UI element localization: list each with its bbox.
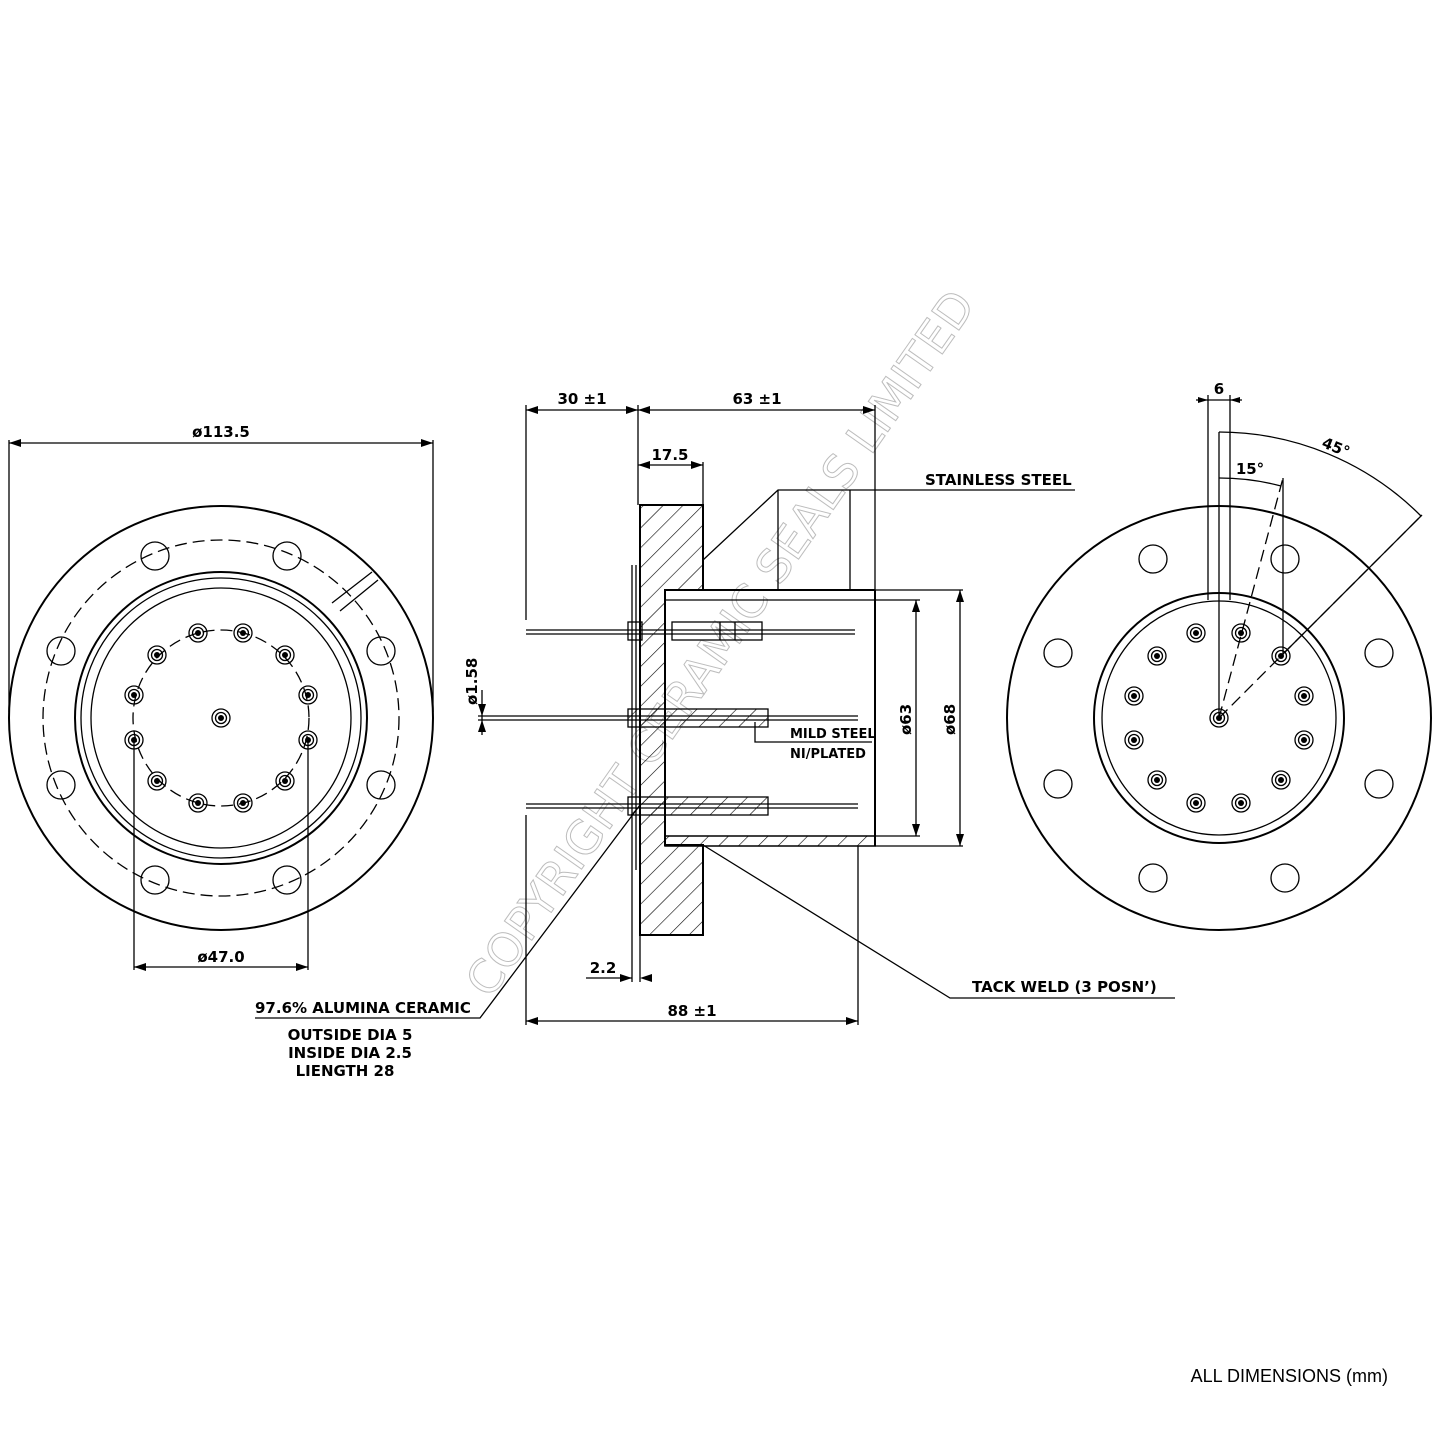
- pin-top: [526, 621, 855, 641]
- feedthrough-pin: [1231, 623, 1251, 643]
- bolt-hole: [272, 865, 302, 895]
- bolt-hole: [366, 770, 396, 800]
- feedthrough-pin: [298, 685, 318, 705]
- bolt-hole: [272, 541, 302, 571]
- dim-30-label: 30 ±1: [557, 390, 606, 408]
- pin-middle: [478, 708, 858, 728]
- pin-bottom: [526, 796, 858, 816]
- ni-plated-label: NI/PLATED: [790, 747, 866, 762]
- feedthrough-pin: [1271, 770, 1291, 790]
- pin-pitch-circle: [132, 629, 310, 807]
- watermark: COPYRIGHT CERAMIC SEALS LIMITED: [455, 280, 986, 1006]
- feedthrough-pin: [147, 645, 167, 665]
- dim-2-2-label: 2.2: [590, 959, 617, 977]
- bolt-hole: [1270, 863, 1300, 893]
- angle-15-label: 15°: [1236, 460, 1264, 478]
- alumina-label: 97.6% ALUMINA CERAMIC: [255, 999, 471, 1017]
- feedthrough-pin: [1124, 730, 1144, 750]
- dim-6-label: 6: [1214, 380, 1224, 398]
- feedthrough-pin: [1294, 730, 1314, 750]
- bolt-hole: [140, 541, 170, 571]
- outer-flange-circle: [8, 505, 434, 931]
- feedthrough-pin: [275, 645, 295, 665]
- all-dimensions-note: ALL DIMENSIONS (mm): [1191, 1366, 1388, 1386]
- feedthrough-pin: [1231, 793, 1251, 813]
- feedthrough-pin: [188, 623, 208, 643]
- tube-wall: [664, 835, 876, 847]
- dim-47: ø47.0: [133, 740, 309, 971]
- right-rear-view: 6 15° 45°: [1006, 380, 1432, 931]
- center-section-view: 30 ±1 63 ±1 17.5 STAINLESS STEEL ø1.58 M…: [255, 390, 1175, 1080]
- tack-weld-label: TACK WELD (3 POSN’): [972, 978, 1157, 996]
- feedthrough-pin: [233, 623, 253, 643]
- feedthrough-pins: [124, 623, 318, 813]
- inside-dia-label: INSIDE DIA 2.5: [288, 1044, 412, 1062]
- plate-circle: [90, 587, 352, 849]
- feedthrough-pin: [1124, 686, 1144, 706]
- dia-68-label: ø68: [941, 704, 959, 735]
- dia-47-label: ø47.0: [197, 948, 244, 966]
- feedthrough-pin: [1186, 623, 1206, 643]
- bolt-hole: [1043, 769, 1073, 799]
- bolt-hole: [46, 636, 76, 666]
- bolt-hole: [1138, 544, 1168, 574]
- feedthrough-pin: [1147, 770, 1167, 790]
- feedthrough-pin: [147, 771, 167, 791]
- dim-88-label: 88 ±1: [667, 1002, 716, 1020]
- dia-113-5-label: ø113.5: [192, 423, 250, 441]
- bolt-holes: [46, 541, 396, 895]
- bolt-hole: [366, 636, 396, 666]
- feedthrough-pin: [233, 793, 253, 813]
- dia-63-label: ø63: [897, 704, 915, 735]
- bolt-holes: [1043, 544, 1394, 893]
- body-inner-circle: [80, 577, 362, 859]
- outside-dia-label: OUTSIDE DIA 5: [288, 1026, 413, 1044]
- bolt-hole: [1270, 544, 1300, 574]
- bolt-hole: [1043, 638, 1073, 668]
- mild-steel-label: MILD STEEL: [790, 727, 876, 742]
- length-label: LIENGTH 28: [296, 1062, 395, 1080]
- feedthrough-pin: [1294, 686, 1314, 706]
- dim-63-label: 63 ±1: [732, 390, 781, 408]
- angle-15-ray: [1218, 477, 1284, 719]
- feedthrough-pin: [1186, 793, 1206, 813]
- bolt-hole: [140, 865, 170, 895]
- bolt-pitch-circle: [42, 539, 400, 897]
- dim-17-5-label: 17.5: [651, 446, 688, 464]
- body-outer-circle: [74, 571, 368, 865]
- dia-1-58-label: ø1.58: [463, 658, 481, 705]
- bolt-hole: [1138, 863, 1168, 893]
- feedthrough-pin: [188, 793, 208, 813]
- feedthrough-pin: [211, 708, 231, 728]
- dim-113-5: ø113.5: [8, 423, 434, 712]
- left-front-view: ø113.5 ø47.0: [8, 423, 434, 971]
- angle-45-label: 45°: [1319, 434, 1352, 461]
- bolt-hole: [1364, 769, 1394, 799]
- feedthrough-pin: [275, 771, 295, 791]
- weld-notch: [331, 571, 379, 612]
- bolt-hole: [46, 770, 76, 800]
- stainless-label: STAINLESS STEEL: [925, 471, 1072, 489]
- bolt-hole: [1364, 638, 1394, 668]
- feedthrough-pin: [1147, 646, 1167, 666]
